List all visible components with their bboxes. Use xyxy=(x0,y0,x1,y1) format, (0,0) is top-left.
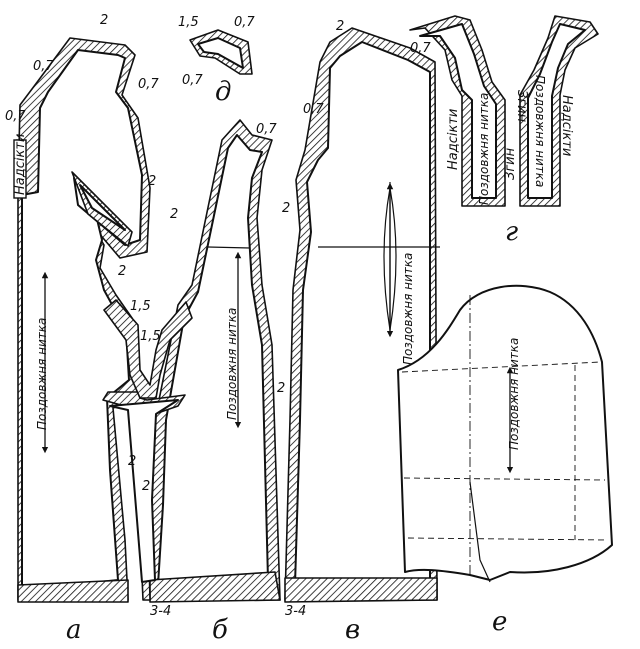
piece-a-dart-inner xyxy=(79,184,126,231)
label-a-dart: 2 xyxy=(148,174,156,189)
grain-label-g2: Поздовжня нитка xyxy=(533,75,547,187)
panel-label-e: е xyxy=(492,607,507,637)
label-a-arm2: 1,5 xyxy=(140,329,161,344)
piece-e xyxy=(397,284,613,583)
sleeve-line-3 xyxy=(407,537,609,541)
piece-d xyxy=(189,29,253,75)
label-a-shoulder-right: 0,7 xyxy=(138,77,159,92)
label-a-neck: 0,7 xyxy=(5,109,26,124)
label-d-left: 1,5 xyxy=(178,15,199,30)
label-d-bottom: 0,7 xyxy=(182,73,203,88)
grain-label-a: Поздовжня нитка xyxy=(35,318,49,430)
piece-a-body xyxy=(21,49,143,591)
label-v-hem: 3-4 xyxy=(285,604,306,619)
panel-label-g: г xyxy=(505,217,518,247)
panel-label-d: д xyxy=(215,77,231,107)
zgyn-label-2: Згин xyxy=(514,90,529,123)
label-a-side: 2 xyxy=(118,264,126,279)
piece-a-hem xyxy=(17,579,129,603)
panel-label-v: в xyxy=(345,615,360,645)
piece-b xyxy=(149,119,281,603)
grain-label-e: Поздовжня нитка xyxy=(507,338,521,450)
piece-a-lower-body xyxy=(109,399,179,583)
grain-arrows xyxy=(41,182,514,474)
label-b-slit: 2 xyxy=(142,479,150,494)
label-d-right: 0,7 xyxy=(234,15,255,30)
piece-g-left xyxy=(409,15,506,207)
label-b-top: 0,7 xyxy=(256,122,277,137)
grain-label-g1: Поздовжня нитка xyxy=(477,93,491,205)
nadsikty-label-a: Надсікти xyxy=(13,134,28,195)
piece-v-hem xyxy=(284,577,438,603)
piece-v-body xyxy=(294,41,431,586)
label-a-arm1: 1,5 xyxy=(130,299,151,314)
sleeve-body xyxy=(397,284,613,581)
label-a-bottom-side: 2 xyxy=(128,454,136,469)
sleeve-line-1 xyxy=(401,361,601,373)
label-v-top: 2 xyxy=(336,19,344,34)
label-a-top: 2 xyxy=(100,13,108,28)
facing-right-body xyxy=(527,23,586,199)
label-b-side: 2 xyxy=(170,207,178,222)
piece-g-right xyxy=(519,15,599,207)
label-b-hem: 3-4 xyxy=(150,604,171,619)
sleeve-elbow-dart xyxy=(469,481,491,583)
nadsikty-label-g2: Надсікти xyxy=(559,95,574,156)
panel-label-b: б xyxy=(212,615,228,645)
label-v-shoulder: 0,7 xyxy=(410,41,431,56)
piece-a-notch-box xyxy=(13,139,27,199)
piece-v xyxy=(284,27,440,603)
panel-label-a: а xyxy=(66,615,82,645)
piece-a xyxy=(13,37,151,603)
zgyn-label-1: Згин xyxy=(503,147,518,180)
piece-a-lower-panel xyxy=(102,299,193,601)
grain-label-b: Поздовжня нитка xyxy=(225,308,239,420)
label-a-shoulder-left: 0,7 xyxy=(33,59,54,74)
piece-a-arm-gap xyxy=(103,299,193,399)
piece-d-body xyxy=(197,37,244,69)
label-v-neck: 0,7 xyxy=(303,102,324,117)
label-v-side-low: 2 xyxy=(277,381,285,396)
label-v-side: 2 xyxy=(282,201,290,216)
sleeve-line-2 xyxy=(403,477,606,481)
piece-b-waist-line xyxy=(207,246,251,249)
nadsikty-label-g1: Надсікти xyxy=(446,109,461,170)
grain-label-v: Поздовжня нитка xyxy=(401,253,415,365)
facing-left-body xyxy=(419,23,497,199)
